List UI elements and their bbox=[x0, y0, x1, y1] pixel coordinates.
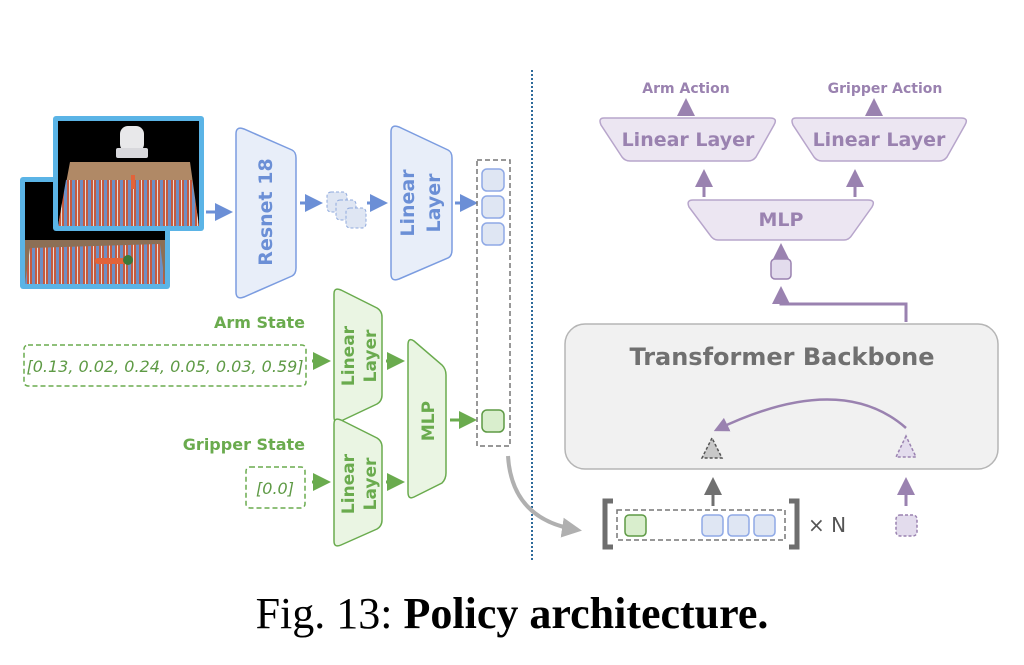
sequence-image-token-2 bbox=[727, 514, 750, 537]
caption-prefix: Fig. 13: bbox=[255, 589, 404, 638]
action-output-token bbox=[770, 258, 792, 280]
sequence-right-bracket bbox=[789, 498, 800, 550]
image-linear-label-line2: Layer bbox=[423, 173, 445, 233]
feature-map-stack bbox=[326, 191, 367, 229]
sequence-image-token-3 bbox=[753, 514, 776, 537]
arm-action-linear-layer-block bbox=[599, 117, 777, 162]
caption-title: Policy architecture. bbox=[403, 589, 769, 638]
figure-caption: Fig. 13: Policy architecture. bbox=[0, 588, 1024, 639]
observation-output-triangle bbox=[700, 436, 724, 459]
gripper-action-label: Gripper Action bbox=[828, 81, 943, 97]
resnet-encoder-block bbox=[235, 127, 297, 299]
gripper-head-label: Linear Layer bbox=[813, 129, 946, 151]
action-query-triangle bbox=[894, 434, 918, 458]
arm-state-label: Arm State bbox=[214, 313, 305, 332]
arrow-backbone-to-output-token bbox=[772, 286, 908, 322]
image-linear-layer-block bbox=[390, 125, 453, 281]
gripper-linear-label-line1: Linear bbox=[339, 453, 359, 514]
timestep-token-group bbox=[616, 509, 786, 541]
camera-image-overhead bbox=[53, 116, 204, 231]
gripper-state-input-box bbox=[245, 466, 306, 509]
gripper-state-value: [0.0] bbox=[256, 479, 294, 498]
transformer-backbone-label: Transformer Backbone bbox=[629, 343, 934, 371]
image-linear-label-line1: Linear bbox=[397, 169, 419, 237]
attention-arc-arrow bbox=[713, 398, 907, 432]
repeat-n-label: × N bbox=[808, 513, 846, 537]
image-token-2 bbox=[481, 195, 505, 219]
gripper-state-label: Gripper State bbox=[183, 435, 305, 454]
state-mlp-label: MLP bbox=[419, 401, 439, 441]
arm-linear-label-line2: Layer bbox=[361, 329, 381, 382]
token-column bbox=[476, 159, 511, 447]
arm-action-label: Arm Action bbox=[642, 81, 729, 97]
sequence-state-token bbox=[624, 514, 647, 537]
sequence-left-bracket bbox=[602, 498, 613, 550]
action-mlp-label: MLP bbox=[759, 209, 804, 231]
arm-state-value: [0.13, 0.02, 0.24, 0.05, 0.03, 0.59] bbox=[26, 357, 303, 376]
resnet-label: Resnet 18 bbox=[255, 158, 277, 265]
action-mlp-block bbox=[687, 199, 875, 241]
state-token bbox=[481, 409, 505, 433]
arrow-tokens-to-sequence bbox=[506, 455, 582, 538]
state-mlp-block bbox=[407, 338, 447, 499]
arm-state-input-box bbox=[23, 344, 307, 387]
image-token-3 bbox=[481, 222, 505, 246]
gripper-state-linear-layer-block bbox=[333, 418, 383, 547]
action-query-token bbox=[895, 514, 918, 537]
gripper-action-linear-layer-block bbox=[791, 117, 968, 162]
arm-linear-label-line1: Linear bbox=[339, 325, 359, 386]
transformer-backbone-block bbox=[564, 323, 999, 470]
sequence-image-token-1 bbox=[701, 514, 724, 537]
image-token-1 bbox=[481, 168, 505, 192]
arm-head-label: Linear Layer bbox=[622, 129, 755, 151]
gripper-linear-label-line2: Layer bbox=[361, 457, 381, 510]
